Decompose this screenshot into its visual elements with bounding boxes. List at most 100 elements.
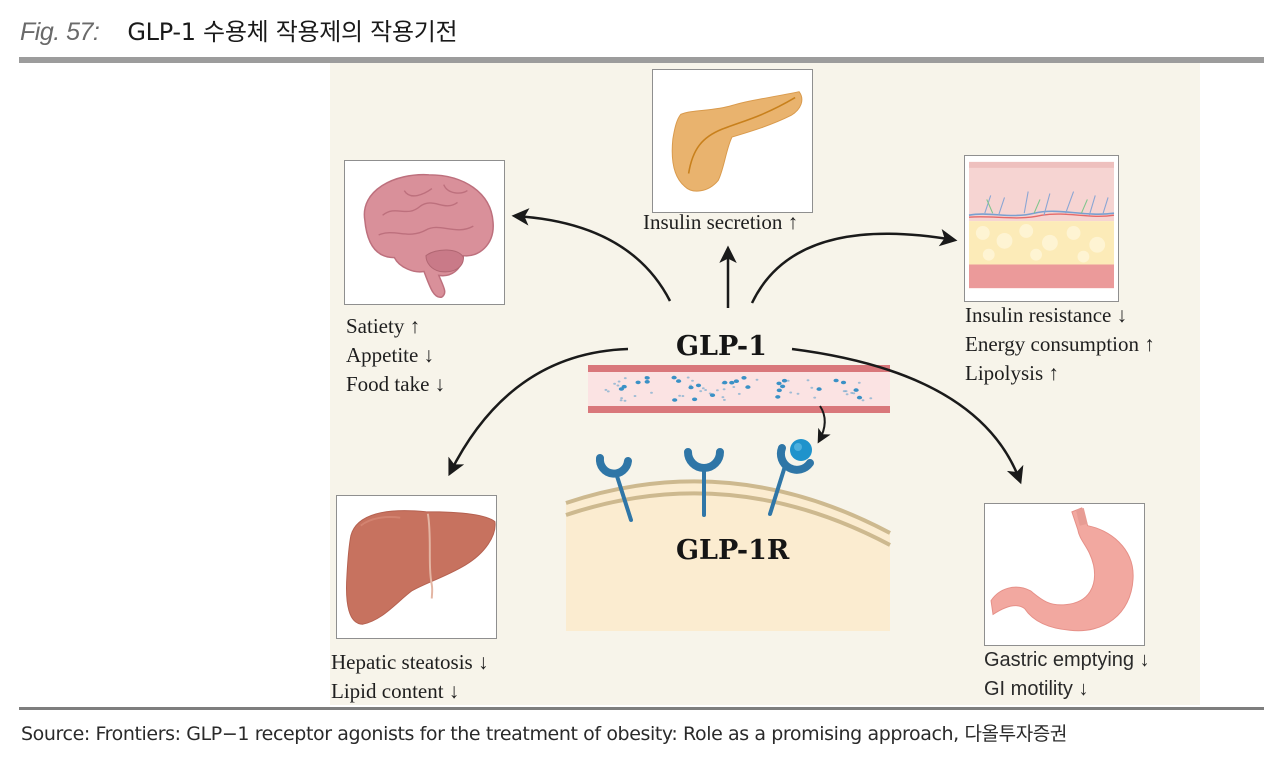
glp1-particle	[869, 397, 873, 400]
glp1-particle	[745, 385, 751, 389]
glp1-particle	[623, 399, 627, 402]
glp1-particle	[781, 378, 788, 383]
glp1-particle	[861, 399, 865, 402]
glp1-particle	[689, 384, 692, 387]
footer-divider	[19, 707, 1264, 710]
glp1-particle	[729, 380, 735, 385]
mechanism-diagram: GLP-1 GLP-1R Satiety ↑ Appetite ↓ Food t…	[330, 63, 1200, 705]
effect-insulin-secretion: Insulin secretion ↑	[643, 210, 799, 234]
glp1-particle	[775, 395, 781, 399]
glp1-particle	[850, 391, 854, 394]
glp1-particle	[619, 399, 623, 402]
diagram-canvas	[448, 208, 1024, 631]
pancreas-box	[652, 69, 813, 213]
blood-vessel	[588, 365, 890, 413]
pancreas-effects: Insulin secretion ↑	[643, 208, 798, 237]
arrow-to-brain	[511, 208, 672, 302]
glp1-particle	[786, 379, 790, 382]
glp1-particle	[789, 391, 793, 394]
effect-lipid-content: Lipid content ↓	[331, 679, 460, 703]
effect-satiety: Satiety ↑	[346, 314, 421, 338]
glp1-particle	[620, 397, 623, 400]
figure-title: Fig. 57: GLP-1 수용체 작용제의 작용기전	[20, 12, 458, 52]
glp1-particle	[723, 398, 726, 401]
glp1-particle	[741, 376, 747, 380]
glp1-particle	[755, 378, 759, 381]
figure-title-text: GLP-1 수용체 작용제의 작용기전	[127, 18, 458, 46]
glp1-particle	[816, 387, 822, 391]
glp1-particle	[635, 380, 641, 385]
effect-appetite: Appetite ↓	[346, 343, 435, 367]
glp1-particle	[796, 392, 800, 395]
glp1-particle	[842, 390, 846, 393]
effect-gi-motility: GI motility ↓	[984, 678, 1089, 700]
glp1-particle	[616, 384, 620, 387]
glp1-particle	[644, 376, 648, 378]
glp1-particle	[695, 383, 702, 388]
glp1-particle	[691, 379, 694, 382]
glp1-particle	[617, 380, 621, 383]
glp1-particle	[722, 380, 728, 385]
brain-icon	[363, 174, 494, 298]
glp1-particle	[716, 389, 719, 392]
glp1-particle	[650, 391, 653, 394]
liver-effects: Hepatic steatosis ↓ Lipid content ↓	[331, 648, 488, 706]
brain-effects: Satiety ↑ Appetite ↓ Food take ↓	[346, 312, 445, 399]
glp1-particle	[810, 386, 814, 389]
stomach-box	[984, 503, 1145, 646]
glp1-particle	[833, 378, 839, 383]
glp1-particle	[681, 395, 685, 397]
target-cell	[565, 479, 891, 631]
receptor-unbound-1	[595, 454, 633, 522]
glp1-particle	[853, 388, 859, 392]
glp1-particle	[701, 387, 705, 390]
glp1-particle	[606, 390, 610, 393]
glp1-particle	[737, 392, 741, 395]
glp1-particle	[776, 381, 782, 386]
effect-insulin-resistance: Insulin resistance ↓	[965, 303, 1128, 327]
brain-box	[344, 160, 505, 305]
liver-icon	[346, 510, 496, 625]
arrow-to-liver	[448, 347, 629, 477]
binding-arrow	[817, 405, 831, 444]
effect-food-take: Food take ↓	[346, 372, 446, 396]
glp1-label: GLP-1	[676, 331, 767, 362]
glp1-particle	[633, 395, 637, 397]
source-note: Source: Frontiers: GLP−1 receptor agonis…	[21, 723, 1067, 745]
glp1-particle	[844, 390, 848, 393]
stomach-effects: Gastric emptying ↓ GI motility ↓	[984, 646, 1150, 704]
glp1-particle	[780, 384, 786, 389]
glp1-particle	[623, 377, 627, 380]
glp1-particle	[856, 395, 863, 400]
glp1-particle	[708, 392, 712, 395]
glp1-particle	[852, 392, 856, 395]
adipose-effects: Insulin resistance ↓ Energy consumption …	[965, 301, 1155, 388]
effect-gastric-emptying: Gastric emptying ↓	[984, 649, 1150, 671]
glp1-particle	[776, 388, 782, 393]
effect-hepatic-steatosis: Hepatic steatosis ↓	[331, 650, 489, 674]
glp1-particle	[722, 388, 726, 391]
arrow-to-stomach	[791, 347, 1024, 485]
glp1-particle	[733, 379, 739, 384]
glp1-particle	[644, 376, 650, 380]
receptor-unbound-2	[684, 448, 724, 517]
glp1-particle	[686, 376, 690, 379]
glp1-particle	[699, 390, 703, 393]
glp1-particle	[671, 375, 677, 380]
glp1-particle	[721, 382, 725, 385]
glp1-particle	[845, 393, 849, 396]
effect-lipolysis: Lipolysis ↑	[965, 361, 1059, 385]
figure-number: Fig. 57:	[20, 18, 100, 46]
effect-energy-consumption: Energy consumption ↑	[965, 332, 1155, 356]
glp1-particle	[806, 379, 810, 382]
arrow-to-adipose	[750, 229, 958, 304]
glp1-particle	[721, 396, 725, 399]
glp1-particle	[644, 380, 650, 384]
glp1-particles	[604, 375, 873, 402]
liver-box	[336, 495, 497, 639]
receptor-bound	[768, 439, 814, 516]
adipose-tissue-icon	[968, 161, 1115, 289]
glp1-particle	[692, 397, 698, 402]
glp1-particle	[704, 389, 707, 391]
glp1-particle	[604, 388, 608, 391]
